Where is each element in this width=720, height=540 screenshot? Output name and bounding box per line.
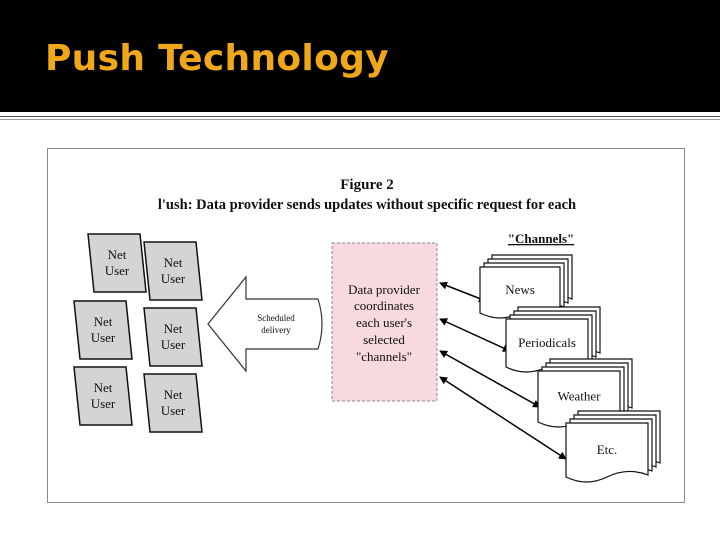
channel-label: News [505, 282, 535, 297]
net-user-label-line1: Net [108, 247, 127, 262]
figure-caption: l'ush: Data provider sends updates witho… [158, 197, 576, 213]
provider-line-3: each user's [356, 315, 412, 330]
net-user-label-line1: Net [94, 314, 113, 329]
net-user-label-line2: User [91, 330, 116, 345]
channels-header: "Channels" [508, 231, 574, 246]
provider-line-5: "channels" [356, 349, 412, 364]
channel-stack: News [479, 254, 573, 319]
data-provider-box: Data provider coordinates each user's se… [331, 242, 438, 402]
provider-line-2: coordinates [354, 298, 414, 313]
title-bar: Push Technology [0, 0, 720, 112]
delivery-label-line2: delivery [261, 325, 291, 335]
net-user-label-line1: Net [164, 321, 183, 336]
net-user-label-line1: Net [94, 380, 113, 395]
net-user-label-line1: Net [164, 387, 183, 402]
channel-stack: Periodicals [505, 306, 601, 373]
channel-label: Etc. [597, 442, 618, 457]
slide-title: Push Technology [45, 38, 389, 79]
push-diagram: Figure 2 l'ush: Data provider sends upda… [73, 177, 661, 483]
figure-heading: Figure 2 [340, 177, 393, 193]
channel-stack: Etc. [565, 410, 661, 483]
net-user-label-line2: User [161, 337, 186, 352]
net-user-label-line2: User [161, 403, 186, 418]
divider-line [0, 116, 720, 117]
net-users-group: NetUserNetUserNetUserNetUserNetUserNetUs… [73, 233, 203, 433]
net-user-label-line2: User [105, 263, 130, 278]
provider-line-1: Data provider [348, 282, 421, 297]
scheduled-delivery-arrow: Scheduled delivery [207, 275, 323, 373]
divider-line-thin [0, 119, 720, 120]
net-user-label-line2: User [91, 396, 116, 411]
figure-panel: Figure 2 l'ush: Data provider sends upda… [47, 148, 685, 503]
provider-line-4: selected [363, 332, 405, 347]
net-user-label-line2: User [161, 271, 186, 286]
channel-arrows [439, 281, 567, 460]
channel-label: Weather [558, 389, 602, 404]
arrow-news [439, 281, 487, 303]
arrow-periodicals [439, 318, 511, 352]
arrow-etc [439, 376, 567, 460]
net-user-label-line1: Net [164, 255, 183, 270]
delivery-label-line1: Scheduled [257, 313, 295, 323]
channel-stack: Weather [537, 358, 633, 428]
channel-label: Periodicals [518, 335, 576, 350]
